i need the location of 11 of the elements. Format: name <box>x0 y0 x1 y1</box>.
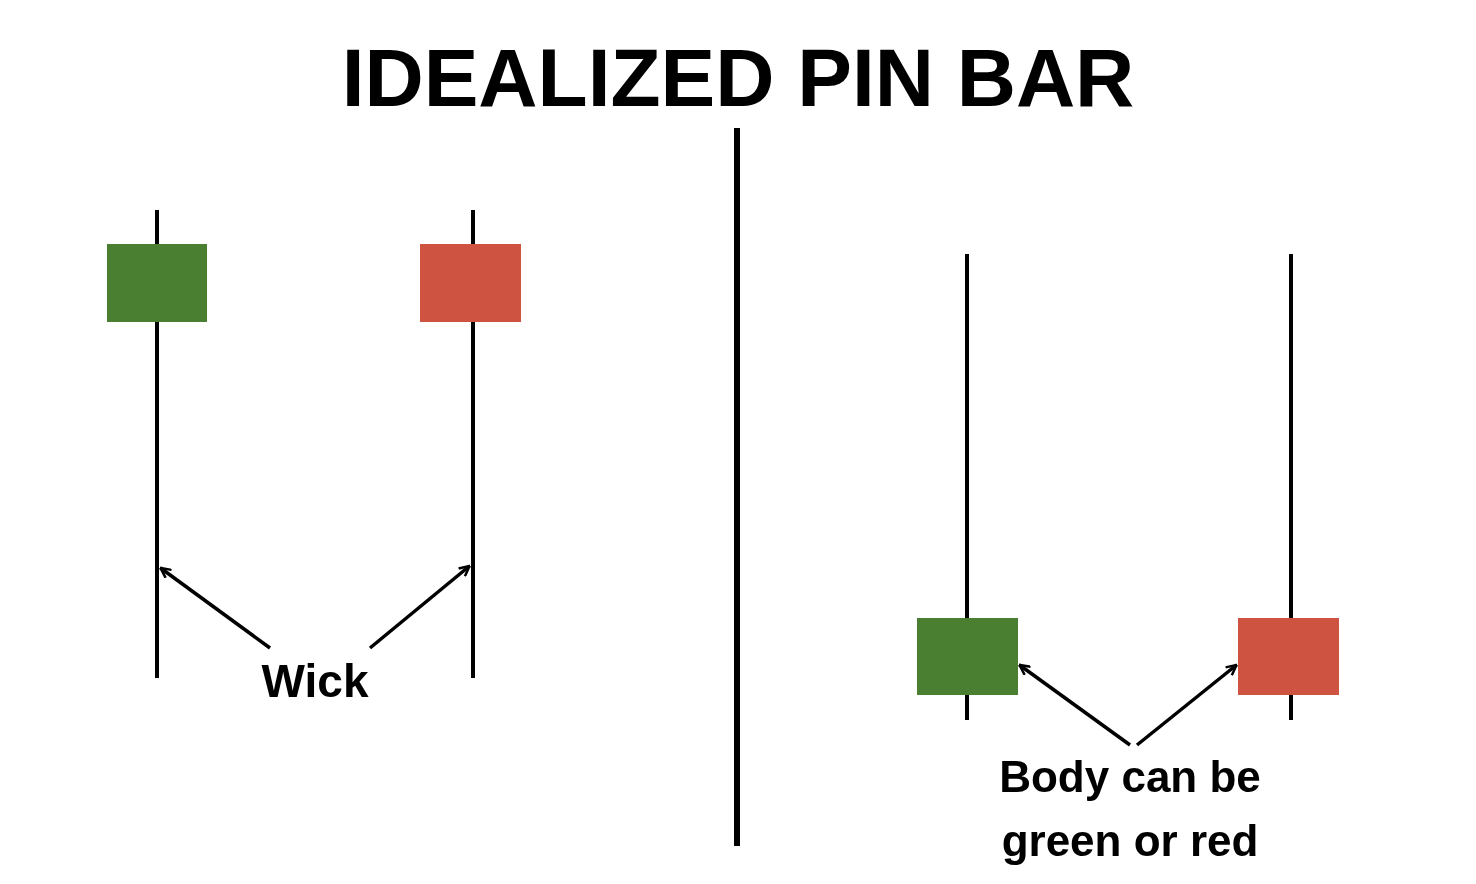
candle-body <box>917 618 1018 695</box>
diagram-title: IDEALIZED PIN BAR <box>340 31 1136 125</box>
leader-arrow <box>1018 663 1132 747</box>
candle-body <box>107 244 207 322</box>
leader-arrow <box>368 564 471 650</box>
candle-body <box>1238 618 1339 695</box>
body-note: Body can be green or red <box>965 745 1295 873</box>
candle-body <box>420 244 521 322</box>
wick-label: Wick <box>252 648 378 715</box>
leader-arrow <box>1135 663 1238 747</box>
leader-arrow <box>159 566 272 650</box>
